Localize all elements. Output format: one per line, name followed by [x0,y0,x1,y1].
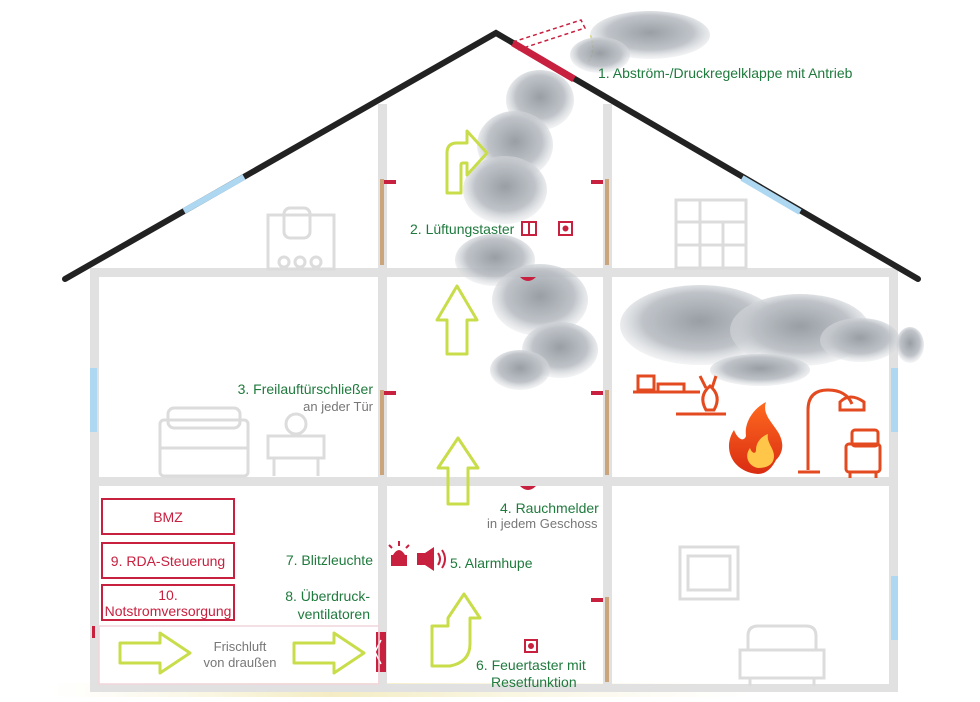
label-alarm-horn: 5. Alarmhupe [450,555,533,571]
shelf-burning-icon [633,374,726,416]
label-pressure-flap: 1. Abström-/Druckregelklappe mit Antrieb [598,65,853,81]
power-label-1: 10. [158,586,178,603]
shelf-icon [674,198,748,270]
bmz-label: BMZ [153,508,183,525]
label-strobe: 7. Blitzleuchte [285,552,373,568]
power-label-group: 10. Notstromversorgung [105,587,232,619]
arrow-top-curved [445,129,489,195]
sofa-icon [738,624,826,686]
furniture-grey [158,198,826,686]
nightstand-icon [266,412,326,476]
label-door-closer: 3. Freilauftürschließer [237,381,373,397]
desk-icon [266,206,336,271]
rda-label: 9. RDA-Steuerung [110,552,226,569]
windows [90,368,898,640]
duct-left-cap [92,626,95,638]
arrow-fresh-air-left [118,631,192,675]
label-fire-button-2: Resetfunktion [491,674,577,690]
fresh-air-duct [98,625,380,685]
picture-icon [678,545,740,601]
arrow-floor2 [435,284,479,356]
roof-windows [182,174,802,215]
alarm-horn-icon [417,547,446,571]
fire-alarm-button-icon [524,639,538,653]
armchair-icon [844,428,882,478]
ventilation-button-icon [521,221,573,236]
fire-icon [728,402,783,474]
label-fresh-air-1: Frischluft [213,639,267,654]
power-box: 10. Notstromversorgung [101,584,235,621]
airflow-arrows [118,129,489,675]
window-left-mid [90,368,97,432]
strobe-light-icon [388,541,410,566]
lamp-icon [798,388,866,474]
bmz-box: BMZ [101,498,235,535]
label-ventilation-button: 2. Lüftungstaster [410,221,515,237]
label-smoke-detector: 4. Rauchmelder [500,500,599,516]
doors [380,179,609,682]
label-fire-button-1: 6. Feuertaster mit [476,657,586,673]
door-top-left [380,179,384,265]
door-low-right [605,597,609,682]
arrow-fresh-air-right [292,631,366,675]
label-door-closer-sub: an jeder Tür [303,399,373,414]
arrow-floor1 [436,436,480,506]
label-smoke-detector-sub: in jedem Geschoss [487,516,598,531]
label-fan-2: ventilatoren [297,606,370,622]
arrow-ground-curved [430,592,482,668]
label-fresh-air-2: von draußen [203,655,277,670]
label-fan-1: 8. Überdruck- [285,588,370,604]
door-closers [384,180,603,602]
door-mid-left [380,390,384,475]
burning-room [633,374,882,478]
window-right-low [891,576,898,640]
power-label-2: Notstromversorgung [104,602,232,619]
smoke-plume [455,11,924,390]
equipment-icons [374,221,573,672]
smoke-detector-icon [520,486,536,490]
door-mid-right [605,390,609,475]
rda-box: 9. RDA-Steuerung [101,542,235,579]
smoke-detector-icon [520,277,536,281]
bed-icon [158,406,250,478]
door-top-right [605,179,609,265]
window-right-mid [891,368,898,432]
overpressure-fan-icon [374,632,386,672]
